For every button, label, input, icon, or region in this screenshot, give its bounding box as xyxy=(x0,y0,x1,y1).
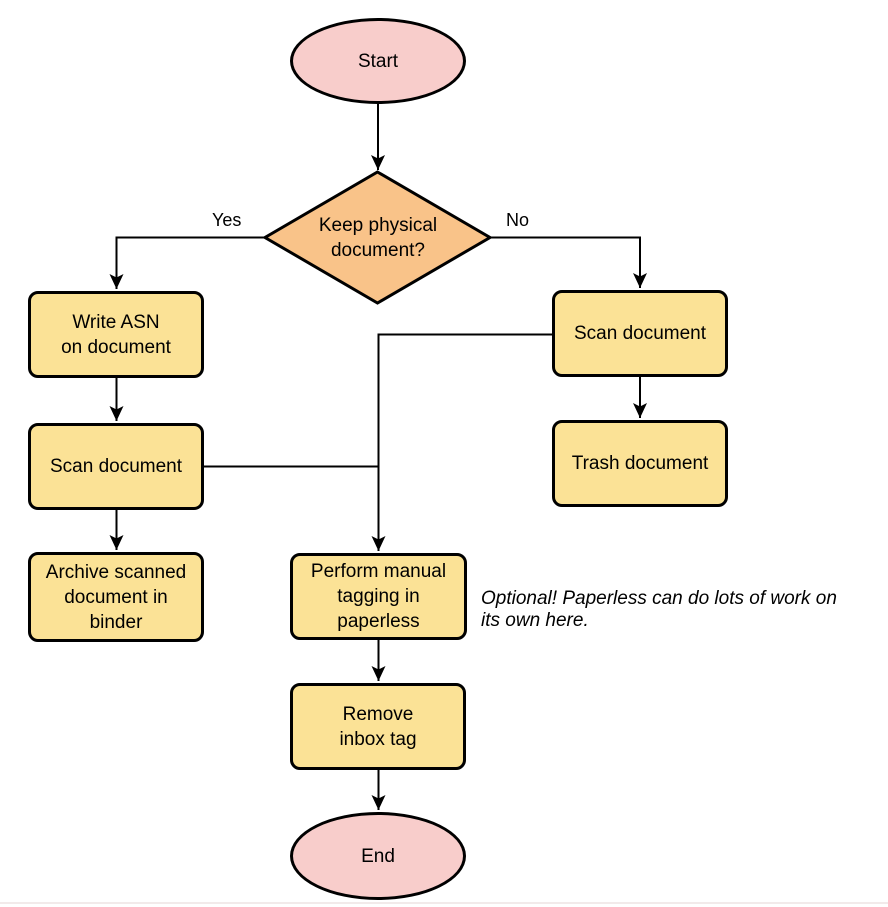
node-write-asn: Write ASN on document xyxy=(28,291,204,378)
edge-decision-no-to-scan-right xyxy=(490,236,647,288)
node-scan-document-right: Scan document xyxy=(552,290,728,377)
node-trash-document-label: Trash document xyxy=(571,453,709,474)
edge-label-yes: Yes xyxy=(212,210,242,230)
node-end-label: End xyxy=(361,845,395,867)
node-manual-tagging-label: Perform manual tagging in paperless xyxy=(310,561,447,632)
node-scan-document-right-label: Scan document xyxy=(573,323,707,344)
page-bottom-edge xyxy=(0,902,888,904)
node-manual-tagging: Perform manual tagging in paperless xyxy=(290,553,467,640)
node-scan-document-left-label: Scan document xyxy=(49,456,183,477)
node-decision: Keep physical document? xyxy=(272,202,484,274)
node-end: End xyxy=(290,812,466,900)
edge-scan-right-to-tagging xyxy=(371,333,552,551)
node-trash-document: Trash document xyxy=(552,420,728,507)
edge-label-no: No xyxy=(506,210,530,230)
node-archive-binder: Archive scanned document in binder xyxy=(28,552,204,642)
optional-note: Optional! Paperless can do lots of work … xyxy=(481,588,837,631)
node-start: Start xyxy=(290,18,466,104)
node-remove-inbox-tag-label: Remove inbox tag xyxy=(339,703,417,750)
node-start-label: Start xyxy=(357,50,399,72)
node-decision-label: Keep physical document? xyxy=(318,215,438,261)
node-remove-inbox-tag: Remove inbox tag xyxy=(290,683,466,770)
node-archive-binder-label: Archive scanned document in binder xyxy=(45,561,187,633)
node-scan-document-left: Scan document xyxy=(28,423,204,510)
edge-decision-yes-to-write-asn xyxy=(109,236,265,289)
node-write-asn-label: Write ASN on document xyxy=(61,311,171,358)
decision-diamond-shape xyxy=(262,170,493,305)
